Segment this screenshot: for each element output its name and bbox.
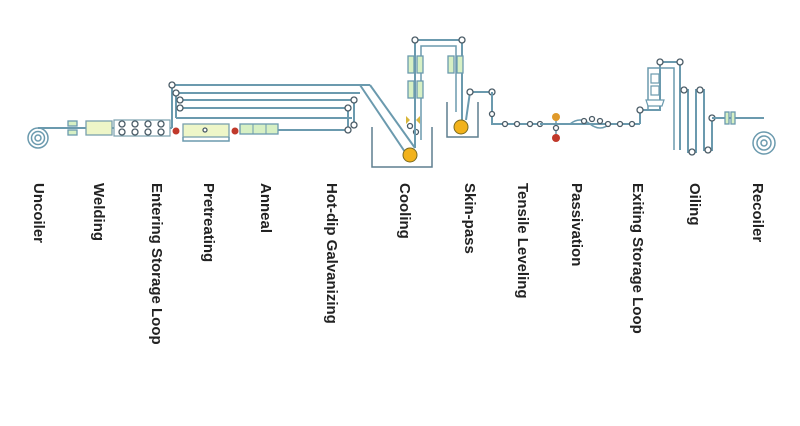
recoiler-coil-icon — [752, 131, 776, 155]
stage-label-cooling: Cooling — [396, 183, 413, 239]
stage-label-skin-pass: Skin-pass — [461, 183, 478, 254]
stage-label-exiting-storage-loop: Exiting Storage Loop — [629, 183, 646, 334]
oiling-unit — [679, 86, 716, 156]
stage-label-uncoiler: Uncoiler — [30, 183, 47, 244]
stage-label-oiling: Oiling — [686, 183, 703, 226]
entering-loop-rollers — [113, 119, 171, 137]
stage-label-anneal: Anneal — [257, 183, 274, 234]
recoiler-unit — [712, 111, 776, 155]
stage-label-hot-dip-galvanizing: Hot-dip Galvanizing — [323, 183, 340, 324]
passivation-unit — [540, 113, 640, 142]
stage-label-pretreating: Pretreating — [200, 183, 217, 263]
pretreating-unit — [172, 123, 239, 142]
welding-unit — [67, 120, 113, 136]
stage-label-passivation: Passivation — [568, 183, 585, 267]
cooling-tower — [407, 36, 466, 148]
exiting-storage-loop — [636, 58, 684, 150]
zinc-pot — [371, 116, 433, 168]
stage-label-tensile-leveling: Tensile Leveling — [514, 183, 531, 299]
stage-label-welding: Welding — [90, 183, 107, 242]
uncoiler-coil-icon — [27, 127, 49, 149]
anneal-furnace — [239, 123, 279, 135]
skin-pass-unit — [446, 88, 496, 138]
production-line-schematic — [27, 36, 776, 168]
tensile-leveling-unit — [488, 92, 544, 128]
storage-loop-strands — [168, 81, 370, 134]
hot-dip-snout — [359, 84, 416, 153]
stage-label-recoiler: Recoiler — [749, 183, 766, 243]
stage-label-entering-storage-loop: Entering Storage Loop — [148, 183, 165, 345]
